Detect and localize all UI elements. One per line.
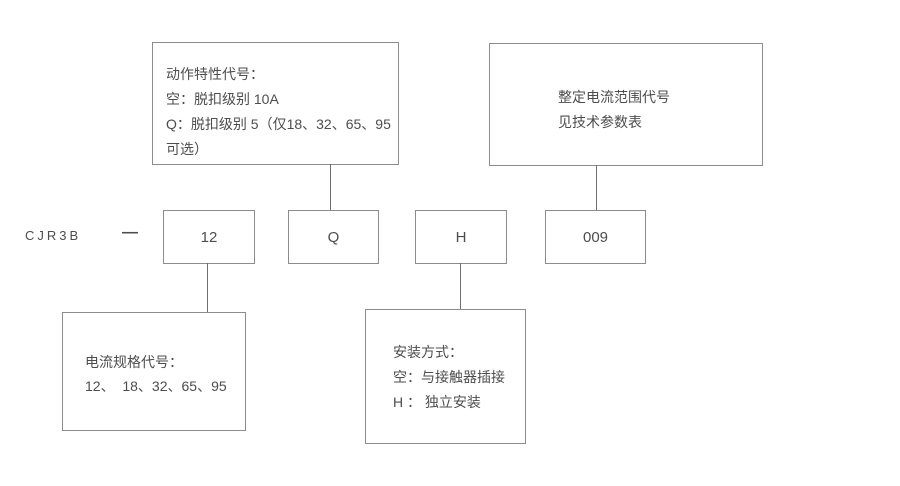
model-dash-separator: — — [122, 224, 138, 241]
code-box-value: 12 — [200, 228, 218, 246]
callout-text-line: 空：脱扣级别 10A — [166, 91, 279, 107]
code-box-current-spec: 12 — [163, 210, 255, 264]
callout-text-line: 空：与接触器插接 — [393, 369, 505, 385]
callout-box-setting-current-range: 整定电流范围代号 见技术参数表 — [489, 43, 763, 166]
code-box-value: 009 — [582, 228, 609, 246]
connector-line-action-characteristic — [330, 164, 331, 210]
connector-line-current-spec — [207, 263, 208, 312]
callout-text-line: 可选） — [166, 141, 208, 157]
callout-text-line: 动作特性代号： — [166, 66, 264, 82]
callout-text-line: 安装方式： — [393, 344, 463, 360]
connector-line-mounting-type — [460, 263, 461, 309]
code-box-action-characteristic: Q — [288, 210, 379, 264]
code-box-setting-current: 009 — [545, 210, 646, 264]
callout-text-line: H ： 独立安装 — [393, 394, 481, 410]
model-prefix-label: CJR3B — [25, 228, 82, 243]
callout-box-action-characteristic: 动作特性代号： 空：脱扣级别 10A Q：脱扣级别 5（仅18、32、65、95… — [152, 42, 399, 165]
code-box-value: H — [455, 228, 467, 246]
callout-text-line: 电流规格代号： — [85, 354, 183, 370]
callout-text-line: Q：脱扣级别 5（仅18、32、65、95 — [166, 116, 391, 132]
callout-text-line: 整定电流范围代号 — [558, 89, 670, 105]
code-box-value: Q — [327, 228, 340, 246]
connector-line-setting-current — [596, 165, 597, 210]
callout-text-line: 见技术参数表 — [558, 114, 642, 130]
callout-text-line: 12、 18、32、65、95 — [85, 378, 227, 394]
callout-box-current-spec: 电流规格代号： 12、 18、32、65、95 — [62, 312, 246, 431]
code-box-mounting-type: H — [415, 210, 507, 264]
callout-box-mounting-type: 安装方式： 空：与接触器插接 H ： 独立安装 — [365, 309, 526, 444]
